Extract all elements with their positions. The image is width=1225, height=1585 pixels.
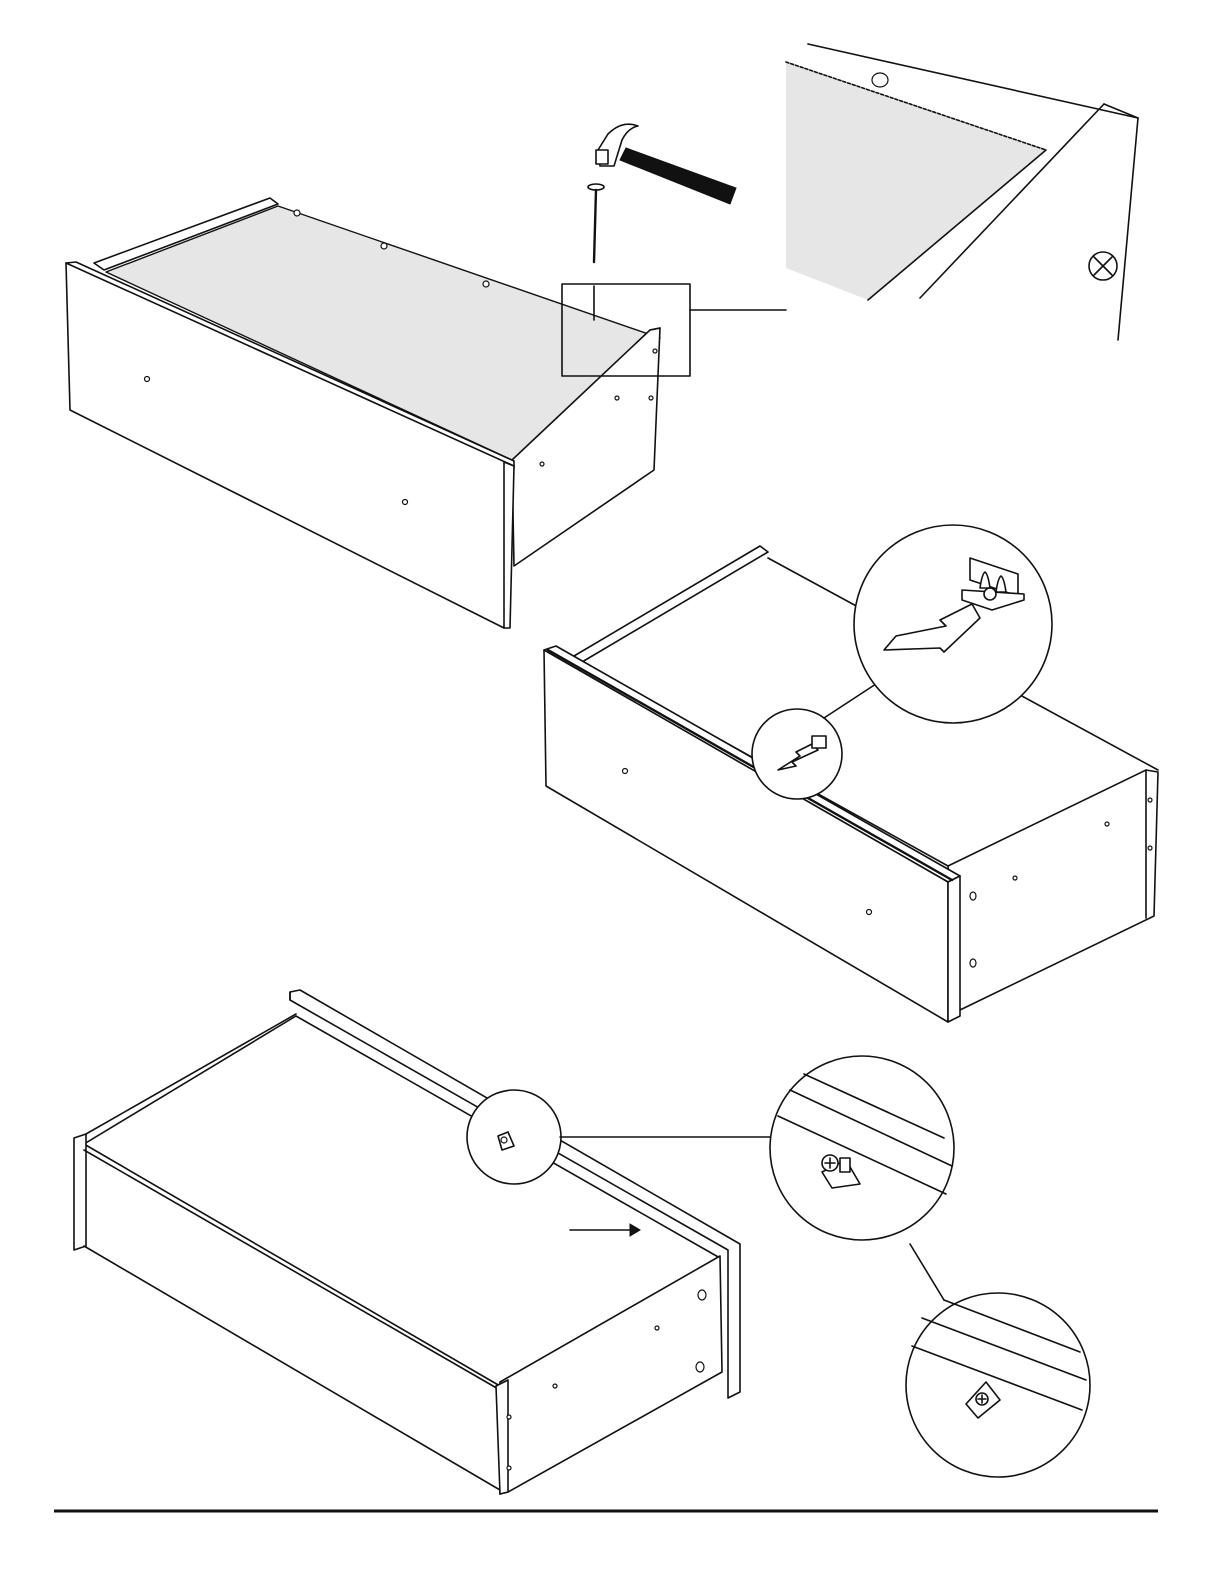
magnified-bracket-detail-1 (770, 1056, 954, 1240)
drawer-assembly-step-3 (74, 990, 1090, 1494)
magnified-nail-detail (786, 44, 1138, 340)
nail-icon (588, 184, 604, 262)
drawer-assembly-step-2 (544, 525, 1158, 1022)
drawer-right-side-panel (948, 770, 1158, 1010)
drawer-front-panel (74, 1134, 86, 1250)
drawer-back-panel (574, 546, 768, 662)
detail-callout-circle (467, 1090, 561, 1184)
hammer-icon (596, 124, 736, 204)
